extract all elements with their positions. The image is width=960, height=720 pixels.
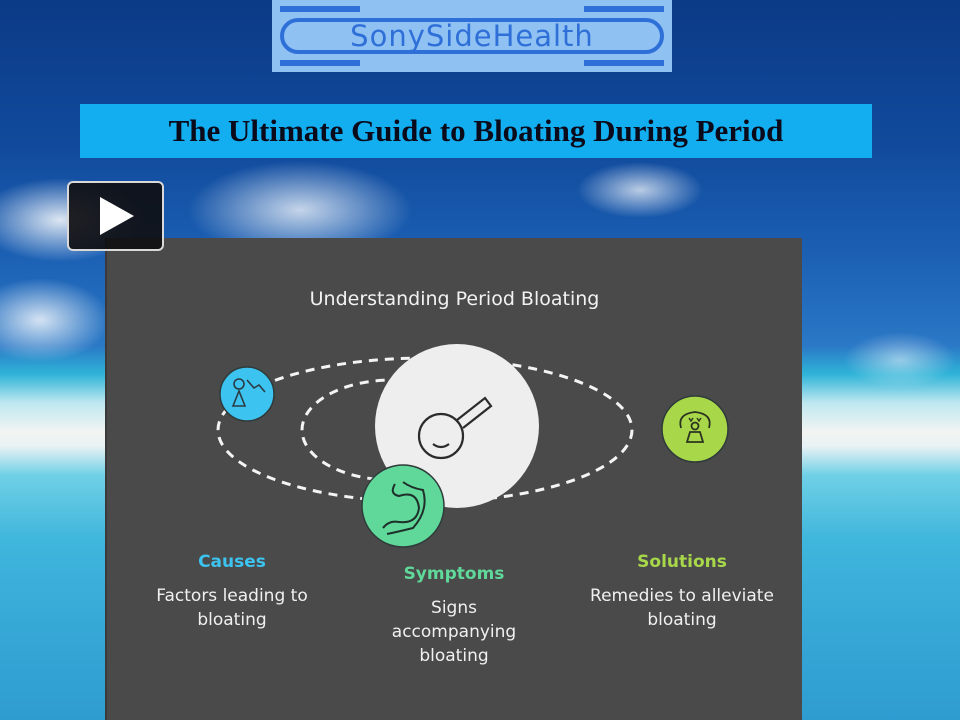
play-button[interactable] [67,181,164,251]
stomach-icon [361,464,445,548]
diagram-title: Understanding Period Bloating [309,288,600,310]
logo-text: SonySideHealth [350,19,594,53]
play-icon [99,197,134,235]
logo-decoration [280,6,360,12]
causes-heading: Causes [198,552,266,572]
solutions-column: Solutions Remedies to alleviate bloating [585,552,779,632]
woman-decline-icon [219,366,275,422]
causes-description: Factors leading to bloating [156,586,308,630]
logo-pill: SonySideHealth [280,18,664,54]
meditation-icon [661,395,729,463]
solutions-heading: Solutions [637,552,727,572]
slide-title-bar: The Ultimate Guide to Bloating During Pe… [80,104,872,158]
symptoms-heading: Symptoms [403,564,505,584]
logo-decoration [280,60,360,66]
symptoms-description: Signs accompanying bloating [391,598,517,666]
diagram-panel: Understanding Period Bloating [105,238,802,720]
symptoms-column: Symptoms Signs accompanying bloating [369,564,539,668]
causes-column: Causes Factors leading to bloating [127,552,337,632]
solutions-description: Remedies to alleviate bloating [590,586,774,630]
logo-decoration [584,6,664,12]
brand-logo: SonySideHealth [272,0,672,72]
orbit-diagram [216,344,729,548]
logo-decoration [584,60,664,66]
slide-title: The Ultimate Guide to Bloating During Pe… [168,113,784,148]
